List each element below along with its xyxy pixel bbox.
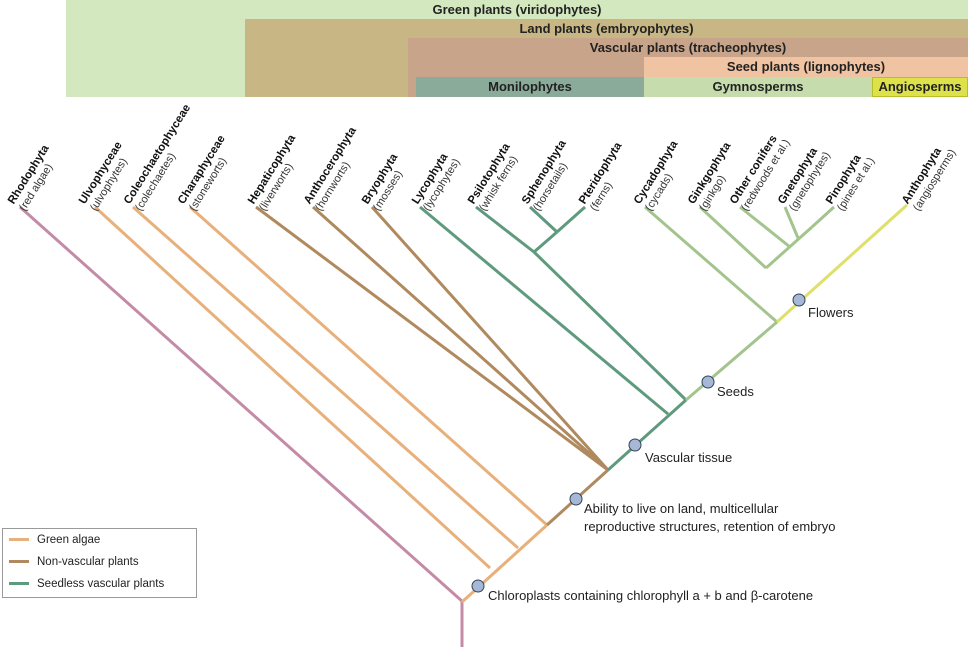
branch-spheno-pteri-stem [533,230,558,254]
branch-coleochaetophyceae [132,205,519,550]
branch-rhodophyta [19,205,464,604]
band-gymnosperms-label: Gymnosperms [712,79,804,94]
band-angiosperms-label: Angiosperms [878,79,962,94]
event-land-line2: reproductive structures, retention of em… [584,519,836,534]
branch-bryophyta [370,205,610,472]
branch-sphenophyta [528,205,559,234]
branch-pinophyta [810,205,836,229]
branch-psilotophyta [475,205,535,254]
legend-item-seedless-vascular: Seedless vascular plants [9,578,164,590]
legend-swatch [9,538,29,542]
event-flowers-label: Flowers [808,305,854,320]
branch-monilophyte-stem [532,250,688,402]
node-seeds [701,375,715,389]
node-chloroplast [471,579,485,593]
event-land-line1: Ability to live on land, multicellular [584,501,779,516]
branch-cycadophyta [644,205,778,324]
legend-label: Non-vascular plants [37,556,139,568]
spine-seed [685,320,778,402]
branch-ulvophyceae [93,205,492,570]
legend-item-non-vascular: Non-vascular plants [9,556,139,568]
band-green-plants-label: Green plants (viridophytes) [432,2,602,17]
branch-ginkgophyta [698,205,768,270]
node-flowers [792,293,806,307]
band-monilophytes-label: Monilophytes [488,79,572,94]
node-land [569,492,583,506]
branch-pteridophyta [556,205,586,234]
branch-gnetophyta [783,206,800,239]
band-monilophytes: Monilophytes [416,77,644,97]
event-land-label: Ability to live on land, multicellular r… [584,500,835,536]
legend-swatch [9,582,29,586]
band-seed-plants-label: Seed plants (lignophytes) [726,59,886,74]
band-land-plants-label: Land plants (embryophytes) [519,21,694,36]
legend-swatch [9,560,29,564]
band-gymnosperms: Gymnosperms [644,77,872,97]
legend-label: Green algae [37,534,101,546]
branch-lycophyta [419,205,669,416]
branch-other-conifers [739,205,791,249]
band-angiosperms: Angiosperms [872,77,968,97]
branch-hepaticophyta [255,205,609,472]
branch-anthocerophyta [312,205,609,472]
branch-charaphyceae [189,205,548,527]
spine-vascular [606,398,688,472]
legend-label: Seedless vascular plants [37,578,165,590]
event-vascular-label: Vascular tissue [645,450,733,465]
event-chloroplast-label: Chloroplasts containing chlorophyll a + … [488,588,814,603]
legend-item-green-algae: Green algae [9,534,100,546]
node-vascular [628,438,642,452]
legend: Green algae Non-vascular plants Seedless… [2,528,197,598]
band-vascular-plants-label: Vascular plants (tracheophytes) [589,40,787,55]
event-seeds-label: Seeds [717,384,754,399]
